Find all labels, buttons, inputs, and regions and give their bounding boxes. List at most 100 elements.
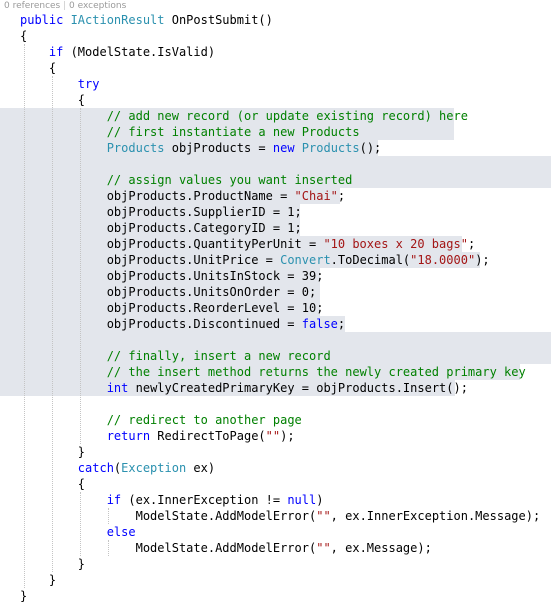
code-token (20, 493, 107, 507)
code-line[interactable]: return RedirectToPage(""); (0, 428, 551, 444)
code-line[interactable]: // finally, insert a new record (0, 348, 551, 364)
code-line-text: objProducts.UnitPrice = Convert.ToDecima… (20, 252, 490, 268)
code-line-text: // add new record (or update existing re… (20, 108, 468, 124)
code-line[interactable]: objProducts.UnitsOnOrder = 0; (0, 284, 551, 300)
code-line[interactable]: { (0, 476, 551, 492)
code-token: false (301, 317, 338, 331)
code-line[interactable]: try (0, 76, 551, 92)
code-token: objProducts.CategoryID = 1; (20, 221, 302, 235)
code-token: objProducts.SupplierID = 1; (20, 205, 302, 219)
code-line[interactable]: ModelState.AddModelError("", ex.InnerExc… (0, 508, 551, 524)
code-line[interactable]: objProducts.UnitPrice = Convert.ToDecima… (0, 252, 551, 268)
code-line[interactable]: { (0, 28, 551, 44)
code-line[interactable]: objProducts.ProductName = "Chai"; (0, 188, 551, 204)
code-token: catch (77, 461, 114, 475)
code-line-text: { (20, 28, 27, 44)
code-line-text: if (ex.InnerException != null) (20, 492, 324, 508)
selection-highlight (0, 220, 300, 236)
code-line-text: } (20, 572, 56, 588)
code-token: { (20, 61, 57, 75)
code-line-text: // first instantiate a new Products (20, 124, 360, 140)
code-token: "Chai" (294, 189, 338, 203)
code-line[interactable]: objProducts.SupplierID = 1; (0, 204, 551, 220)
code-token: new (272, 141, 295, 155)
code-token (20, 45, 49, 59)
code-token: // assign values you want inserted (106, 173, 353, 187)
code-line[interactable]: // assign values you want inserted (0, 172, 551, 188)
code-line[interactable]: // first instantiate a new Products (0, 124, 551, 140)
code-line-text: { (20, 92, 85, 108)
code-line[interactable]: ModelState.AddModelError("", ex.Message)… (0, 540, 551, 556)
code-token: ); (475, 253, 490, 267)
indent-guide (80, 108, 81, 444)
codelens-references[interactable]: 0 references (4, 1, 61, 11)
code-token: , ex.InnerException.Message); (330, 509, 541, 523)
code-line-text: if (ModelState.IsValid) (20, 44, 215, 60)
code-line[interactable] (0, 156, 551, 172)
code-token: // first instantiate a new Products (106, 125, 360, 139)
code-token: // add new record (or update existing re… (106, 109, 468, 123)
code-token (20, 125, 107, 139)
code-line[interactable]: catch(Exception ex) (0, 460, 551, 476)
code-token: // finally, insert a new record (106, 349, 331, 363)
code-line[interactable]: { (0, 60, 551, 76)
code-line[interactable]: } (0, 588, 551, 604)
codelens-exceptions[interactable]: 0 exceptions (69, 1, 127, 11)
code-token: } (20, 557, 86, 571)
code-line[interactable]: objProducts.QuantityPerUnit = "10 boxes … (0, 236, 551, 252)
code-line[interactable]: { (0, 92, 551, 108)
code-token: } (20, 445, 86, 459)
code-line-text: // assign values you want inserted (20, 172, 353, 188)
code-token: IActionResult (70, 13, 165, 27)
code-line-text: objProducts.Discontinued = false; (20, 316, 345, 332)
code-token: null (287, 493, 317, 507)
code-line[interactable]: } (0, 556, 551, 572)
code-token: // redirect to another page (106, 413, 302, 427)
code-token: if (106, 493, 122, 507)
code-line[interactable]: if (ModelState.IsValid) (0, 44, 551, 60)
code-token: "18.0000" (410, 253, 476, 267)
code-line[interactable]: public IActionResult OnPostSubmit() (0, 12, 551, 28)
code-line[interactable]: int newlyCreatedPrimaryKey = objProducts… (0, 380, 551, 396)
code-line[interactable]: objProducts.UnitsInStock = 39; (0, 268, 551, 284)
code-token: { (20, 93, 86, 107)
code-line[interactable]: objProducts.CategoryID = 1; (0, 220, 551, 236)
code-token (20, 141, 107, 155)
code-line[interactable]: else (0, 524, 551, 540)
codelens-separator: | (63, 1, 67, 11)
code-line[interactable]: if (ex.InnerException != null) (0, 492, 551, 508)
code-token: Products (301, 141, 360, 155)
code-line[interactable]: // redirect to another page (0, 412, 551, 428)
selection-highlight (0, 316, 345, 332)
code-line[interactable]: Products objProducts = new Products(); (0, 140, 551, 156)
code-line-text: else (20, 524, 136, 540)
code-token: ModelState.AddModelError( (20, 541, 317, 555)
code-token: "" (316, 509, 331, 523)
code-token: objProducts.UnitsOnOrder = 0; (20, 285, 317, 299)
code-line[interactable]: } (0, 444, 551, 460)
code-line[interactable] (0, 396, 551, 412)
code-token (20, 349, 107, 363)
code-line[interactable]: objProducts.Discontinued = false; (0, 316, 551, 332)
code-token: ; (337, 317, 346, 331)
code-token: objProducts.ReorderLevel = 10; (20, 301, 324, 315)
selection-highlight (0, 204, 300, 220)
code-token: ex) (186, 461, 216, 475)
indent-guide (108, 508, 109, 524)
code-line-text: objProducts.CategoryID = 1; (20, 220, 302, 236)
code-line[interactable]: } (0, 572, 551, 588)
selection-highlight (0, 380, 455, 396)
code-line-text: objProducts.SupplierID = 1; (20, 204, 302, 220)
code-editor[interactable]: public IActionResult OnPostSubmit(){ if … (0, 12, 551, 604)
code-line-text: { (20, 60, 56, 76)
code-token: Convert (280, 253, 331, 267)
code-line-text: // redirect to another page (20, 412, 302, 428)
selection-highlight (0, 364, 520, 380)
code-line[interactable]: // the insert method returns the newly c… (0, 364, 551, 380)
code-line[interactable] (0, 332, 551, 348)
code-line[interactable]: // add new record (or update existing re… (0, 108, 551, 124)
code-token (20, 525, 107, 539)
code-line[interactable]: objProducts.ReorderLevel = 10; (0, 300, 551, 316)
code-token: public (20, 13, 71, 27)
code-token: { (20, 29, 28, 43)
